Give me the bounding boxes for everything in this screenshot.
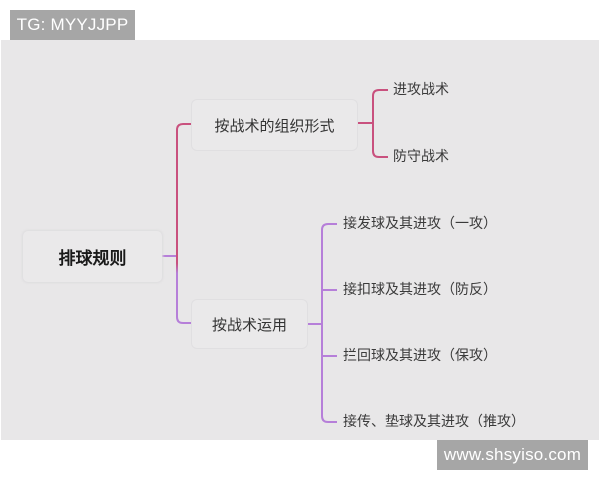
watermark-top: TG: MYYJJPP (10, 10, 135, 40)
branch-label: 按战术运用 (211, 315, 287, 334)
leaf-label: 拦回球及其进攻（保攻） (343, 348, 497, 364)
leaf-label: 接传、垫球及其进攻（推攻） (343, 414, 525, 430)
branch-node-organization[interactable]: 按战术的组织形式 (192, 100, 357, 150)
leaf-node-serve-receive[interactable]: 接发球及其进攻（一攻） (343, 214, 497, 234)
leaf-node-pass-dig[interactable]: 接传、垫球及其进攻（推攻） (343, 412, 525, 432)
leaf-label: 进攻战术 (393, 82, 449, 98)
leaf-node-spike-receive[interactable]: 接扣球及其进攻（防反） (343, 280, 497, 300)
leaf-node-attack-tactics[interactable]: 进攻战术 (393, 80, 449, 100)
watermark-bottom: www.shsyiso.com (437, 440, 588, 470)
leaf-label: 接扣球及其进攻（防反） (343, 282, 497, 298)
root-label: 排球规则 (58, 249, 127, 269)
branch-node-application[interactable]: 按战术运用 (192, 300, 307, 348)
leaf-node-defense-tactics[interactable]: 防守战术 (393, 147, 449, 167)
root-node[interactable]: 排球规则 (23, 231, 162, 282)
leaf-label: 接发球及其进攻（一攻） (343, 216, 497, 232)
leaf-label: 防守战术 (393, 149, 449, 165)
leaf-node-block-return[interactable]: 拦回球及其进攻（保攻） (343, 346, 497, 366)
branch-label: 按战术的组织形式 (214, 116, 335, 135)
